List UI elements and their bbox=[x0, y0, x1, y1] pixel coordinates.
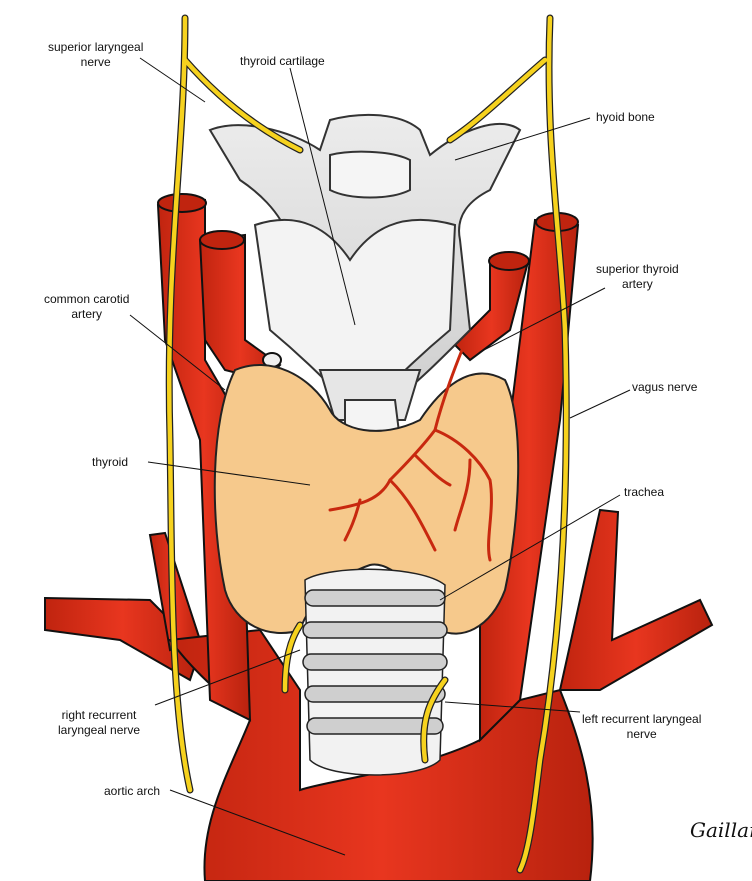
artist-signature: Gaillard bbox=[690, 818, 752, 842]
label-hyoid-bone: hyoid bone bbox=[596, 110, 655, 124]
leader-lines bbox=[129, 57, 631, 856]
thyroid-gland bbox=[213, 348, 520, 635]
label-superior-laryngeal-nerve: superior laryngeal nerve bbox=[48, 40, 144, 69]
label-right-recurrent-laryngeal-nerve: right recurrent laryngeal nerve bbox=[58, 708, 141, 737]
label-superior-thyroid-artery: superior thyroid artery bbox=[596, 262, 679, 291]
label-vagus-nerve: vagus nerve bbox=[632, 380, 698, 394]
trachea bbox=[302, 568, 448, 776]
laryngeal-cartilages bbox=[208, 113, 522, 441]
thyroid-arterial-branches bbox=[328, 348, 493, 562]
label-left-recurrent-laryngeal-nerve: left recurrent laryngeal nerve bbox=[582, 712, 702, 741]
nerves-fill bbox=[166, 15, 569, 873]
label-trachea: trachea bbox=[624, 485, 665, 499]
label-thyroid-cartilage: thyroid cartilage bbox=[240, 54, 325, 68]
label-common-carotid-artery: common carotid artery bbox=[44, 292, 130, 321]
label-thyroid: thyroid bbox=[92, 455, 129, 469]
label-aortic-arch: aortic arch bbox=[104, 784, 161, 798]
